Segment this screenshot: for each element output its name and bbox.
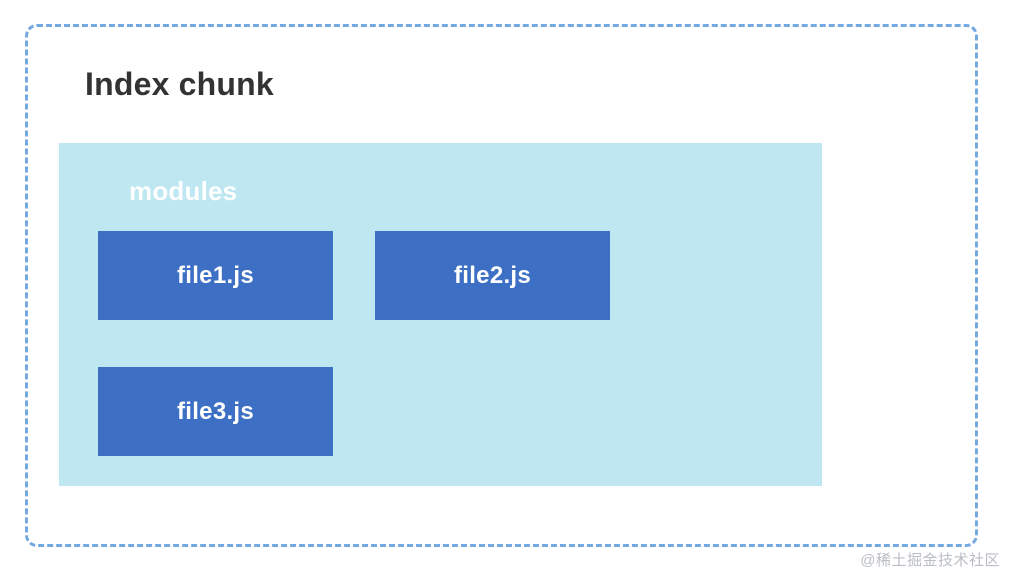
module-box-label: file1.js	[176, 261, 255, 289]
modules-group-label: modules	[129, 176, 238, 206]
watermark-text: @稀土掘金技术社区	[860, 552, 1000, 569]
module-box-file1: file1.js	[98, 231, 333, 320]
page-title: Index chunk	[85, 66, 274, 102]
module-box-label: file2.js	[453, 261, 532, 289]
module-box-file3: file3.js	[98, 367, 333, 456]
module-box-file2: file2.js	[375, 231, 610, 320]
index-chunk-container	[25, 24, 978, 547]
module-box-label: file3.js	[176, 397, 255, 425]
